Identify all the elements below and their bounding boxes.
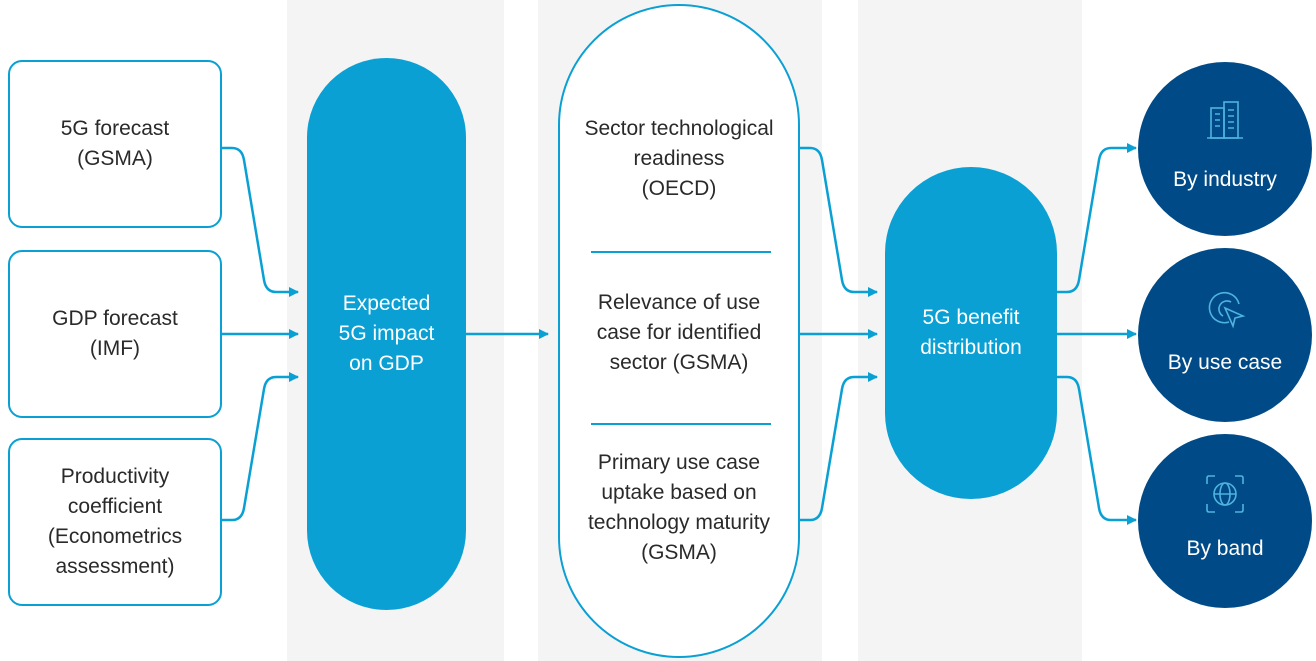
benefit-distribution-label: 5G benefit distribution [920,306,1022,359]
expected-impact-label: Expected 5G impact on GDP [338,292,435,375]
output-by-industry: By industry [1138,62,1312,236]
input-5g-forecast-label: 5G forecast (GSMA) [60,117,170,170]
buildings-icon [1207,101,1243,139]
globe-scan-icon [1206,475,1244,513]
factor-divider [591,251,771,253]
output-by-use-case: By use case [1138,248,1312,422]
output-by-band: By band [1138,434,1312,608]
expected-impact-node: Expected 5G impact on GDP [307,58,466,610]
output-by-band-label: By band [1186,537,1264,560]
input-productivity-coefficient: Productivity coefficient (Econometrics a… [8,438,222,606]
distribution-factors-node: Sector technological readiness (OECD) Re… [558,4,800,658]
factor-divider [591,423,771,425]
arrow-5g-forecast-to-impact [222,146,299,297]
arrow-readiness-to-distribution [800,146,878,297]
benefit-distribution-node: 5G benefit distribution [885,167,1057,499]
input-gdp-forecast-label: GDP forecast (IMF) [52,307,178,360]
arrow-distribution-to-industry [1057,143,1137,294]
factor-sector-readiness: Sector technological readiness (OECD) [584,117,774,200]
cursor-target-icon [1208,291,1246,329]
factor-use-case-relevance: Relevance of use case for identified sec… [596,291,762,374]
input-5g-forecast: 5G forecast (GSMA) [8,60,222,228]
output-by-industry-label: By industry [1173,168,1277,191]
input-gdp-forecast: GDP forecast (IMF) [8,250,222,418]
arrow-productivity-to-impact [222,372,299,522]
arrow-uptake-to-distribution [800,372,878,522]
input-productivity-coefficient-label: Productivity coefficient (Econometrics a… [47,465,183,578]
output-by-use-case-label: By use case [1167,351,1283,374]
factor-use-case-uptake: Primary use case uptake based on technol… [587,451,771,564]
arrow-distribution-to-band [1057,375,1137,525]
